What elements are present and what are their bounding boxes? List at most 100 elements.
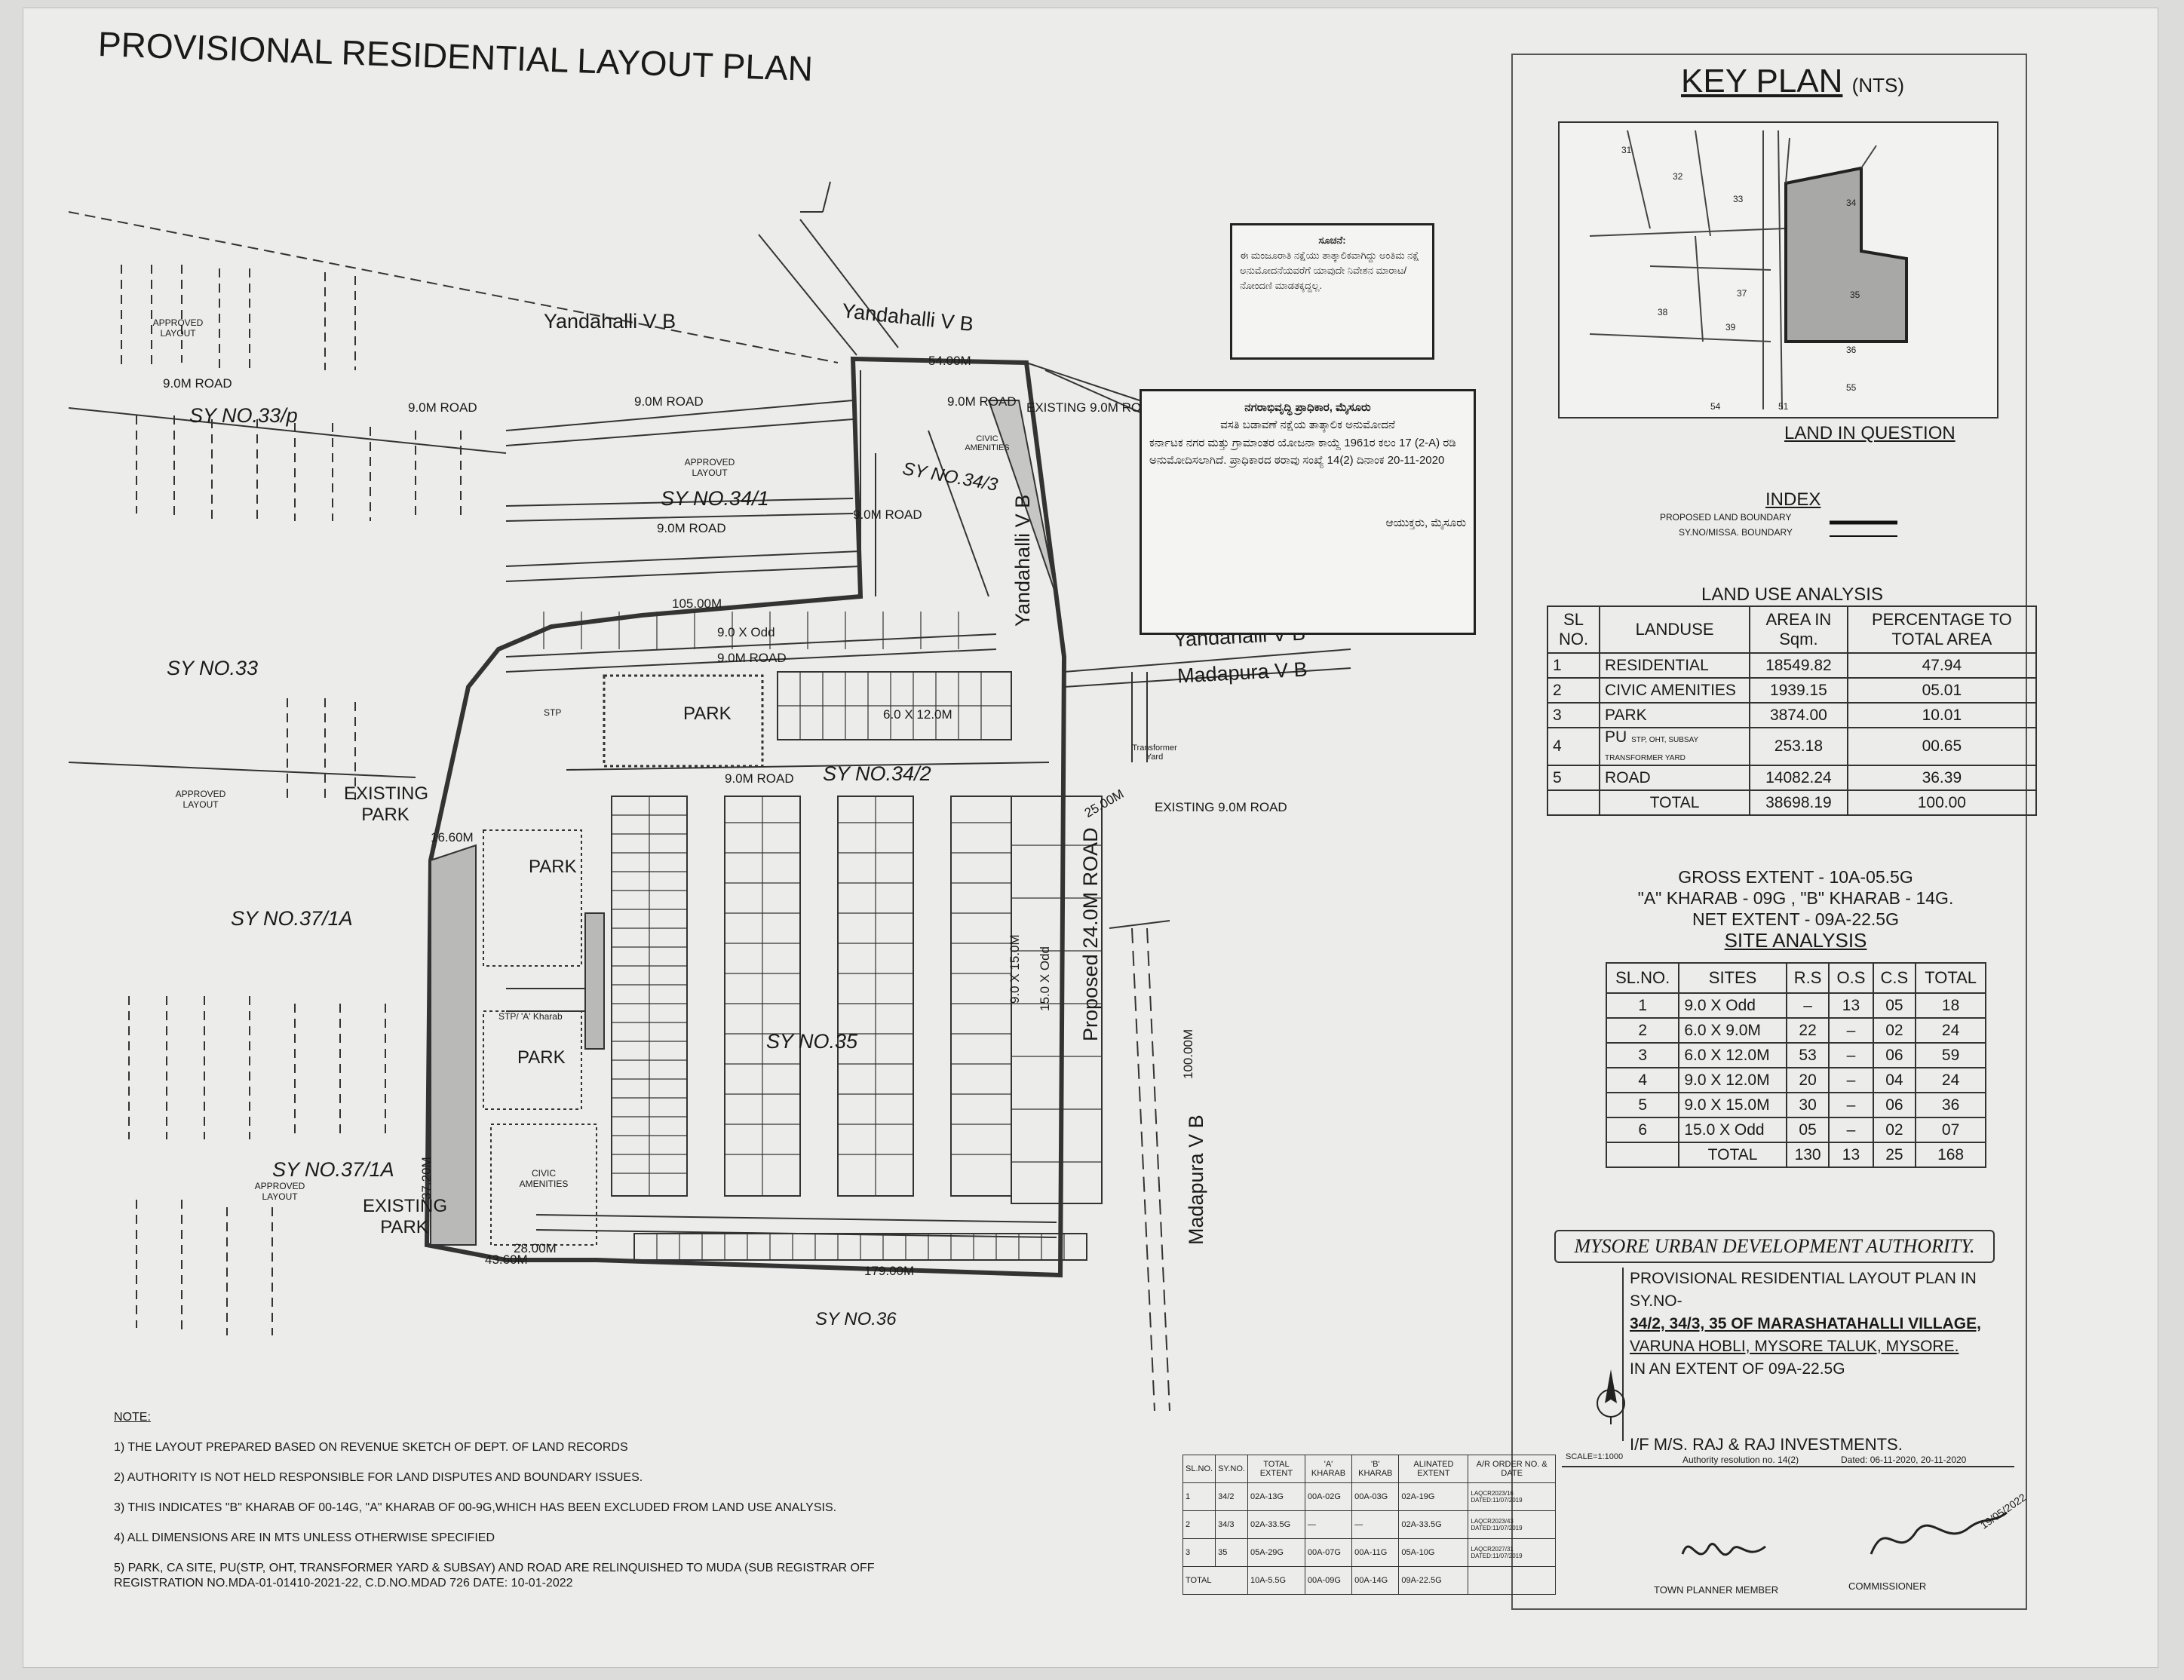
lu-sl: 2: [1546, 677, 1601, 704]
sv-h: SY.NO.: [1215, 1455, 1248, 1483]
sa-cell: 6: [1605, 1117, 1680, 1143]
stamp-approval-title: ನಗರಾಭಿವೃದ್ಧಿ ಪ್ರಾಧಿಕಾರ, ಮೈಸೂರು: [1244, 401, 1371, 414]
dim-179: 179.00M: [864, 1264, 915, 1278]
lu-use: RESIDENTIAL: [1599, 652, 1751, 679]
sa-cell: 6.0 X 9.0M: [1678, 1017, 1787, 1044]
authority-name: MYSORE URBAN DEVELOPMENT AUTHORITY.: [1554, 1230, 1995, 1263]
signature-commissioner: [1870, 1511, 2008, 1555]
kp-num-36: 36: [1846, 345, 1857, 355]
sa-cell: –: [1828, 1092, 1874, 1118]
label-approved-4: APPROVED LAYOUT: [684, 457, 735, 478]
index-legend-lines: [1830, 520, 1897, 537]
signature-divider: [1562, 1466, 2014, 1467]
dim-100: 100.00M: [1181, 1029, 1195, 1079]
sa-cell: 05: [1872, 992, 1917, 1019]
label-park-2: PARK: [529, 857, 577, 877]
sa-h-sites: SITES: [1678, 962, 1787, 994]
sa-cell: –: [1785, 992, 1830, 1019]
lu-use-pu: PU STP, OHT, SUBSAY TRANSFORMER YARD: [1599, 727, 1751, 766]
site-analysis-title: SITE ANALYSIS: [1724, 929, 1867, 952]
lu-total-area: 38698.19: [1749, 789, 1848, 816]
index-title: INDEX: [1765, 489, 1821, 510]
note-1: 1) THE LAYOUT PREPARED BASED ON REVENUE …: [114, 1441, 628, 1454]
sa-total-rs: 130: [1785, 1142, 1830, 1168]
notes-block: NOTE: 1) THE LAYOUT PREPARED BASED ON RE…: [114, 1411, 1185, 1607]
drawing-sheet: PROVISIONAL RESIDENTIAL LAYOUT PLAN: [23, 8, 2158, 1668]
town-planner-label: TOWN PLANNER MEMBER: [1654, 1584, 1779, 1596]
label-road-6: 9.0M ROAD: [725, 771, 794, 786]
label-sy-35: SY NO.35: [766, 1030, 858, 1053]
sa-cell: –: [1828, 1017, 1874, 1044]
sv-cell: LAQCR2023/43 DATED:11/07/2019: [1468, 1510, 1556, 1539]
label-road-4: 9.0M ROAD: [657, 521, 726, 535]
lu-use: ROAD: [1599, 765, 1751, 791]
extent-kharab: "A" KHARAB - 09G , "B" KHARAB - 14G.: [1637, 888, 1954, 908]
stamp-approval: ನಗರಾಭಿವೃದ್ಧಿ ಪ್ರಾಧಿಕಾರ, ಮೈಸೂರು ವಸತಿ ಬಡಾವ…: [1140, 389, 1476, 635]
sa-cell: 9.0 X 12.0M: [1678, 1067, 1787, 1093]
lu-area: 18549.82: [1749, 652, 1848, 679]
label-sy-33: SY NO.33: [167, 657, 259, 679]
sv-h: TOTAL EXTENT: [1247, 1455, 1305, 1483]
sa-cell: 24: [1915, 1017, 1986, 1044]
land-in-question: LAND IN QUESTION: [1784, 423, 1955, 443]
label-sy-37-1a-1: SY NO.37/1A: [231, 907, 353, 930]
label-approved-2: APPROVED LAYOUT: [175, 789, 226, 810]
note-4: 4) ALL DIMENSIONS ARE IN MTS UNLESS OTHE…: [114, 1531, 495, 1544]
note-5: 5) PARK, CA SITE, PU(STP, OHT, TRANSFORM…: [114, 1562, 875, 1574]
sa-total-os: 13: [1828, 1142, 1874, 1168]
scale: SCALE=1:1000: [1566, 1452, 1624, 1461]
kp-num-54: 54: [1710, 401, 1721, 412]
site-header-row: SL.NO. SITES R.S O.S C.S TOTAL: [1605, 962, 1986, 994]
label-yandahalli-3: Yandahalli V B: [1011, 494, 1034, 627]
sv-cell: 34/2: [1215, 1482, 1248, 1511]
sa-cell: 05: [1785, 1117, 1830, 1143]
stamp-approval-sign: ಆಯುಕ್ತರು, ಮೈಸೂರು: [1385, 517, 1466, 529]
sv-cell: 00A-07G: [1304, 1538, 1353, 1567]
sv-cell: 00A-02G: [1304, 1482, 1353, 1511]
sa-total-blank: [1605, 1142, 1680, 1168]
dim-37: 37.20M: [419, 1157, 434, 1200]
dim-6x12: 6.0 X 12.0M: [883, 707, 952, 722]
label-stp: STP: [544, 707, 562, 718]
label-park-1: PARK: [683, 704, 732, 724]
label-road-1: 9.0M ROAD: [408, 400, 477, 415]
sv-cell: 1: [1182, 1482, 1216, 1511]
lu-use: PU: [1605, 728, 1627, 746]
signature-town-planner: [1681, 1543, 1766, 1556]
sa-cell: 22: [1785, 1017, 1830, 1044]
label-yandahalli-1: Yandahalli V B: [544, 310, 676, 333]
label-sy-37-1a-2: SY NO.37/1A: [272, 1158, 394, 1181]
dim-54: 54.00M: [928, 354, 971, 368]
label-park-3: PARK: [517, 1047, 566, 1068]
sa-cell: 20: [1785, 1067, 1830, 1093]
note-2: 2) AUTHORITY IS NOT HELD RESPONSIBLE FOR…: [114, 1471, 643, 1484]
lu-h-landuse: LANDUSE: [1599, 605, 1751, 654]
sa-total-total: 168: [1915, 1142, 1986, 1168]
project-line-1: PROVISIONAL RESIDENTIAL LAYOUT PLAN IN S…: [1630, 1270, 1977, 1310]
project-line-2: 34/2, 34/3, 35 OF MARASHATAHALLI VILLAGE…: [1630, 1315, 1981, 1332]
lu-pct: 36.39: [1846, 765, 2038, 791]
label-sy-34-1: SY NO.34/1: [661, 487, 769, 510]
sv-h: SL.NO.: [1182, 1455, 1216, 1483]
project-line-4: IN AN EXTENT OF 09A-22.5G: [1630, 1360, 1845, 1378]
dim-43: 43.60M: [485, 1252, 528, 1267]
sa-cell: –: [1828, 1067, 1874, 1093]
sa-total-cs: 25: [1872, 1142, 1917, 1168]
stamp-notice: ಸೂಚನೆ: ಈ ಮಂಜೂರಾತಿ ನಕ್ಷೆಯು ತಾತ್ಕಾಲಿಕವಾಗಿದ…: [1230, 223, 1434, 360]
sv-h: A/R ORDER NO. & DATE: [1468, 1455, 1556, 1483]
sa-cell: 06: [1872, 1042, 1917, 1068]
sv-cell: 02A-33.5G: [1398, 1510, 1469, 1539]
dim-105: 105.00M: [672, 596, 722, 611]
survey-header-row: SL.NO. SY.NO. TOTAL EXTENT 'A' KHARAB 'B…: [1182, 1455, 1556, 1483]
sv-cell: 2: [1182, 1510, 1216, 1539]
lu-total-pct: 100.00: [1846, 789, 2038, 816]
sa-cell: 30: [1785, 1092, 1830, 1118]
sa-cell: 4: [1605, 1067, 1680, 1093]
